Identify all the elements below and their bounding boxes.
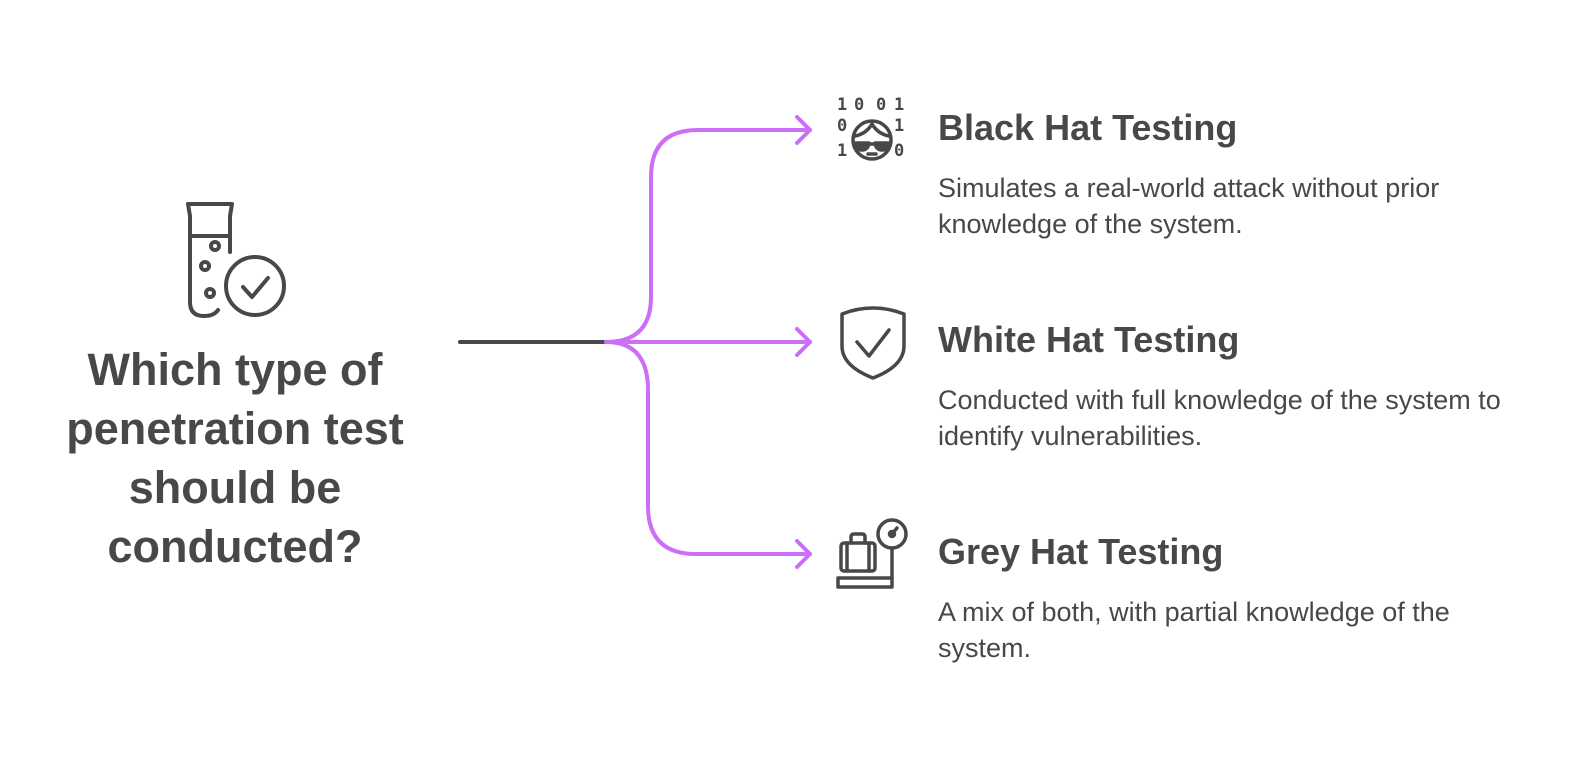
hacker-binary-icon: 1 0 0 1 0 1 1 0: [837, 95, 904, 161]
connector-to-black-hat: [604, 128, 812, 344]
luggage-scale-icon: [836, 518, 908, 589]
branch-description: Conducted with full knowledge of the sys…: [938, 385, 1501, 451]
branch-title: Grey Hat Testing: [938, 531, 1224, 572]
shield-check-icon: [840, 306, 906, 380]
branch-description: Simulates a real-world attack without pr…: [938, 173, 1440, 239]
binary-digit: 0: [854, 95, 864, 115]
branch-title: White Hat Testing: [938, 319, 1240, 360]
arrowhead-black-hat: [795, 115, 812, 145]
binary-digit: 0: [837, 116, 847, 136]
binary-digit: 0: [876, 95, 886, 115]
binary-digit: 1: [894, 95, 904, 115]
arrowhead-grey-hat: [795, 539, 812, 569]
binary-digit: 1: [837, 95, 847, 115]
test-tube-check-icon: [186, 202, 286, 318]
branch-description: A mix of both, with partial knowledge of…: [938, 597, 1450, 663]
arrowhead-white-hat: [795, 327, 812, 357]
binary-digit: 0: [894, 141, 904, 161]
connector-to-grey-hat: [604, 340, 812, 556]
binary-digit: 1: [894, 116, 904, 136]
binary-digit: 1: [837, 141, 847, 161]
root-question: Which type of penetration test should be…: [66, 344, 404, 572]
branch-title: Black Hat Testing: [938, 107, 1238, 148]
